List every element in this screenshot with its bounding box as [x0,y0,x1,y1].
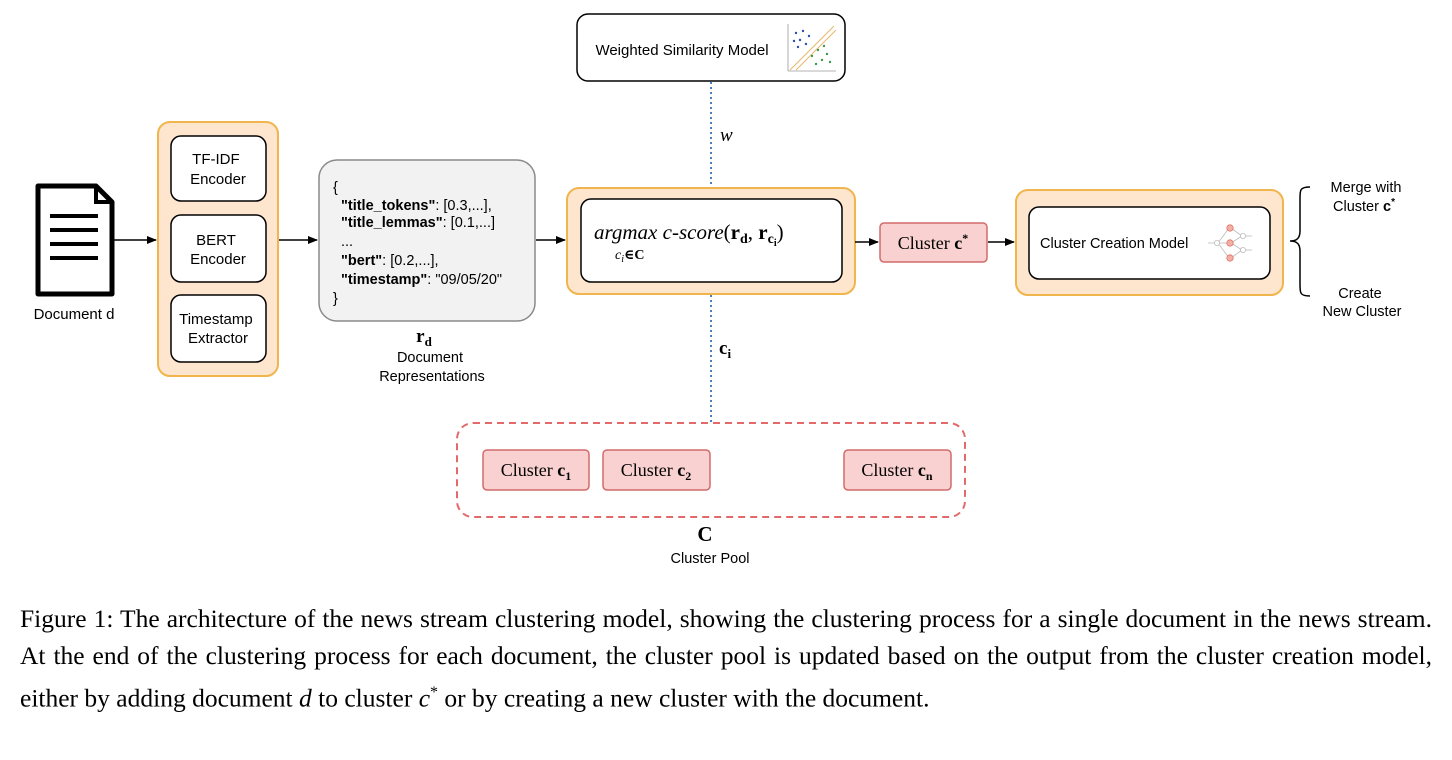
cluster-star-box [879,222,988,263]
create-outcome-label: Create New Cluster [1323,286,1402,320]
creation-model-box [1028,206,1271,280]
cluster-pool-edge-label: ci [719,338,731,361]
cluster-1-label: Cluster c1 [501,460,572,483]
argmax-expression: argmax c-score(rd, rci) [594,220,784,249]
creation-model-label: Cluster Creation Model [1040,236,1188,252]
neural-network-icon [1208,224,1252,262]
merge-outcome-label: Merge with Cluster c* [1331,180,1406,215]
representation-open-brace: { [333,180,338,196]
representation-line-1: "title_tokens": [0.3,...], [341,198,492,214]
cluster-n-box [843,449,952,491]
cluster-pool-symbol: C [697,522,712,546]
cluster-1-box [482,449,590,491]
representation-close-brace: } [333,291,338,307]
tfidf-encoder-box [170,135,267,202]
figure-caption: Figure 1: The architecture of the news s… [20,604,1432,713]
cluster-star-label: Cluster c* [898,231,969,253]
scatter-plot-icon [787,24,837,72]
representation-symbol: rd [416,326,432,349]
cluster-pool-caption: Cluster Pool [671,551,750,567]
cluster-n-label: Cluster cn [861,460,933,483]
cluster-2-label: Cluster c2 [621,460,692,483]
similarity-model-box [576,13,846,82]
timestamp-extractor-label: Timestamp Extractor [179,311,257,347]
similarity-model-label: Weighted Similarity Model [595,42,768,59]
argmax-domain: ci∈C [615,248,644,265]
architecture-diagram: Document d TF-IDF Encoder BERT Encoder T… [34,13,1406,567]
representation-line-5: "timestamp": "09/05/20" [341,272,502,288]
outcome-brace [1289,186,1311,297]
argmax-box [580,198,843,283]
representation-line-2: "title_lemmas": [0.1,...] [341,215,495,231]
bert-encoder-box [170,214,267,283]
bert-encoder-label: BERT Encoder [190,232,246,268]
tfidf-encoder-label: TF-IDF Encoder [190,151,246,188]
cluster-pool-container [456,422,966,518]
weights-symbol: w [720,125,733,146]
representation-caption: Document Representations [379,350,485,385]
representation-line-4: "bert": [0.2,...], [341,253,439,269]
document-icon [35,183,115,297]
representation-box [318,159,536,322]
representation-line-3: ... [341,234,353,250]
document-label: Document d [34,306,115,323]
cluster-2-box [602,449,711,491]
timestamp-extractor-box [170,294,267,363]
